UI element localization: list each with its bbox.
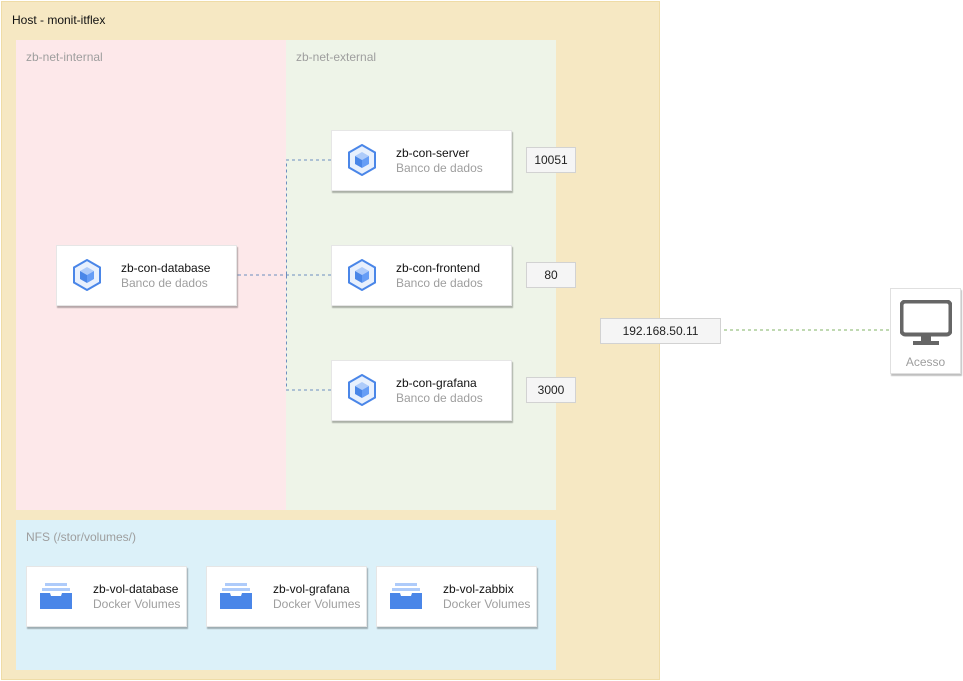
container-type: Banco de dados [396,391,483,405]
monitor-icon [900,300,952,345]
host-ip-label: 192.168.50.11 [600,318,721,344]
container-name: zb-con-server [396,146,470,160]
kubernetes-cube-icon [348,374,376,406]
volume-card-zabbix[interactable]: zb-vol-zabbix Docker Volumes [376,566,537,627]
container-name: zb-con-frontend [396,261,481,275]
volume-type: Docker Volumes [273,597,361,611]
zone-net-internal-title: zb-net-internal [26,50,103,64]
host-title: Host - monit-itflex [12,13,106,27]
volume-name: zb-vol-database [93,582,179,596]
port-label-server: 10051 [526,147,576,173]
container-type: Banco de dados [396,161,483,175]
container-card-frontend[interactable]: zb-con-frontend Banco de dados [331,245,512,306]
volume-name: zb-vol-grafana [273,582,350,596]
kubernetes-cube-icon [348,144,376,176]
kubernetes-cube-icon [73,259,101,291]
zone-nfs-title: NFS (/stor/volumes/) [26,530,137,544]
container-name: zb-con-grafana [396,376,477,390]
container-card-grafana[interactable]: zb-con-grafana Banco de dados [331,360,512,421]
kubernetes-cube-icon [348,259,376,291]
container-type: Banco de dados [396,276,483,290]
zone-net-external-title: zb-net-external [296,50,377,64]
container-card-database[interactable]: zb-con-database Banco de dados [56,245,237,306]
access-label: Acesso [905,355,946,369]
volume-name: zb-vol-zabbix [443,582,514,596]
storage-drawer-icon [40,583,72,609]
container-card-server[interactable]: zb-con-server Banco de dados [331,130,512,191]
container-name: zb-con-database [121,261,211,275]
volume-type: Docker Volumes [443,597,531,611]
port-label-grafana: 3000 [526,377,576,403]
volume-card-database[interactable]: zb-vol-database Docker Volumes [26,566,187,627]
port-label-frontend: 80 [526,262,576,288]
storage-drawer-icon [390,583,422,609]
container-type: Banco de dados [121,276,208,290]
volume-card-grafana[interactable]: zb-vol-grafana Docker Volumes [206,566,367,627]
storage-drawer-icon [220,583,252,609]
access-node[interactable]: Acesso [890,288,961,374]
volume-type: Docker Volumes [93,597,181,611]
